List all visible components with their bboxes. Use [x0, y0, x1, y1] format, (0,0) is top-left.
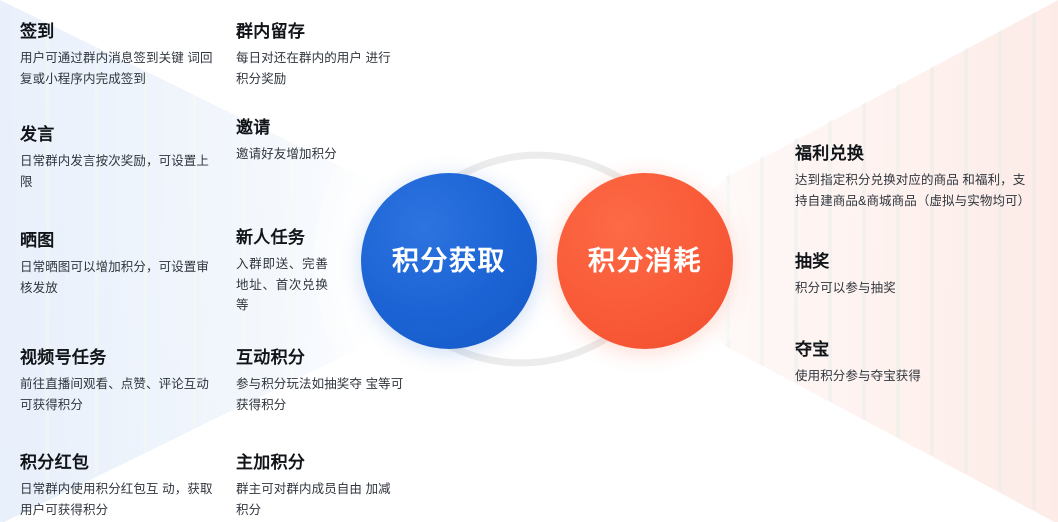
item-desc: 前往直播间观看、点赞、评论互动可获得积分: [20, 377, 210, 412]
item-desc: 使用积分参与夺宝获得: [795, 369, 922, 384]
list-item-lottery[interactable]: 抽奖 积分可以参与抽奖: [795, 252, 1035, 299]
list-item-interaction-points[interactable]: 互动积分 参与积分玩法如抽奖夺 宝等可获得积分: [236, 348, 404, 415]
item-desc: 参与积分玩法如抽奖夺 宝等可获得积分: [236, 377, 404, 412]
item-desc: 每日对还在群内的用户 进行积分奖励: [236, 51, 391, 86]
list-item-video-task[interactable]: 视频号任务 前往直播间观看、点赞、评论互动可获得积分: [20, 348, 210, 415]
item-desc: 日常群内使用积分红包互 动，获取用户可获得积分: [20, 482, 213, 517]
list-item-welfare-exchange[interactable]: 福利兑换 达到指定积分兑换对应的商品 和福利，支持自建商品&商城商品（虚拟与实物…: [795, 144, 1035, 211]
item-title: 主加积分: [236, 453, 306, 472]
item-desc: 邀请好友增加积分: [236, 147, 337, 162]
item-desc: 日常晒图可以增加积分，可设置审核发放: [20, 260, 210, 295]
circle-points-earn[interactable]: 积分获取: [361, 173, 537, 349]
item-title: 群内留存: [236, 22, 306, 41]
item-title: 积分红包: [20, 453, 90, 472]
circle-points-earn-label: 积分获取: [392, 245, 506, 276]
item-title: 互动积分: [236, 348, 306, 367]
item-title: 夺宝: [795, 340, 830, 359]
list-item-share-photo[interactable]: 晒图 日常晒图可以增加积分，可设置审核发放: [20, 231, 210, 298]
item-title: 视频号任务: [20, 348, 107, 367]
item-title: 发言: [20, 125, 55, 144]
item-title: 签到: [20, 22, 55, 41]
item-title: 抽奖: [795, 252, 830, 271]
circle-points-spend[interactable]: 积分消耗: [557, 173, 733, 349]
item-title: 新人任务: [236, 228, 306, 247]
list-item-group-retention[interactable]: 群内留存 每日对还在群内的用户 进行积分奖励: [236, 22, 396, 89]
item-desc: 日常群内发言按次奖励，可设置上限: [20, 154, 210, 189]
list-item-points-redpacket[interactable]: 积分红包 日常群内使用积分红包互 动，获取用户可获得积分: [20, 453, 216, 520]
list-item-newcomer-task[interactable]: 新人任务 入群即送、完善地址、首次兑换等: [236, 228, 328, 315]
circle-points-spend-label: 积分消耗: [588, 245, 702, 276]
list-item-treasure-hunt[interactable]: 夺宝 使用积分参与夺宝获得: [795, 340, 1035, 387]
list-item-owner-adjust-points[interactable]: 主加积分 群主可对群内成员自由 加减积分: [236, 453, 396, 520]
item-desc: 群主可对群内成员自由 加减积分: [236, 482, 391, 517]
item-desc: 积分可以参与抽奖: [795, 281, 896, 296]
item-desc: 达到指定积分兑换对应的商品 和福利，支持自建商品&商城商品（虚拟与实物均可）: [795, 173, 1031, 208]
list-item-speak[interactable]: 发言 日常群内发言按次奖励，可设置上限: [20, 125, 210, 192]
item-desc: 用户可通过群内消息签到关键 词回复或小程序内完成签到: [20, 51, 213, 86]
item-desc: 入群即送、完善地址、首次兑换等: [236, 257, 328, 312]
item-title: 福利兑换: [795, 144, 865, 163]
list-item-checkin[interactable]: 签到 用户可通过群内消息签到关键 词回复或小程序内完成签到: [20, 22, 216, 89]
list-item-invite[interactable]: 邀请 邀请好友增加积分: [236, 118, 396, 165]
item-title: 邀请: [236, 118, 271, 137]
item-title: 晒图: [20, 231, 55, 250]
